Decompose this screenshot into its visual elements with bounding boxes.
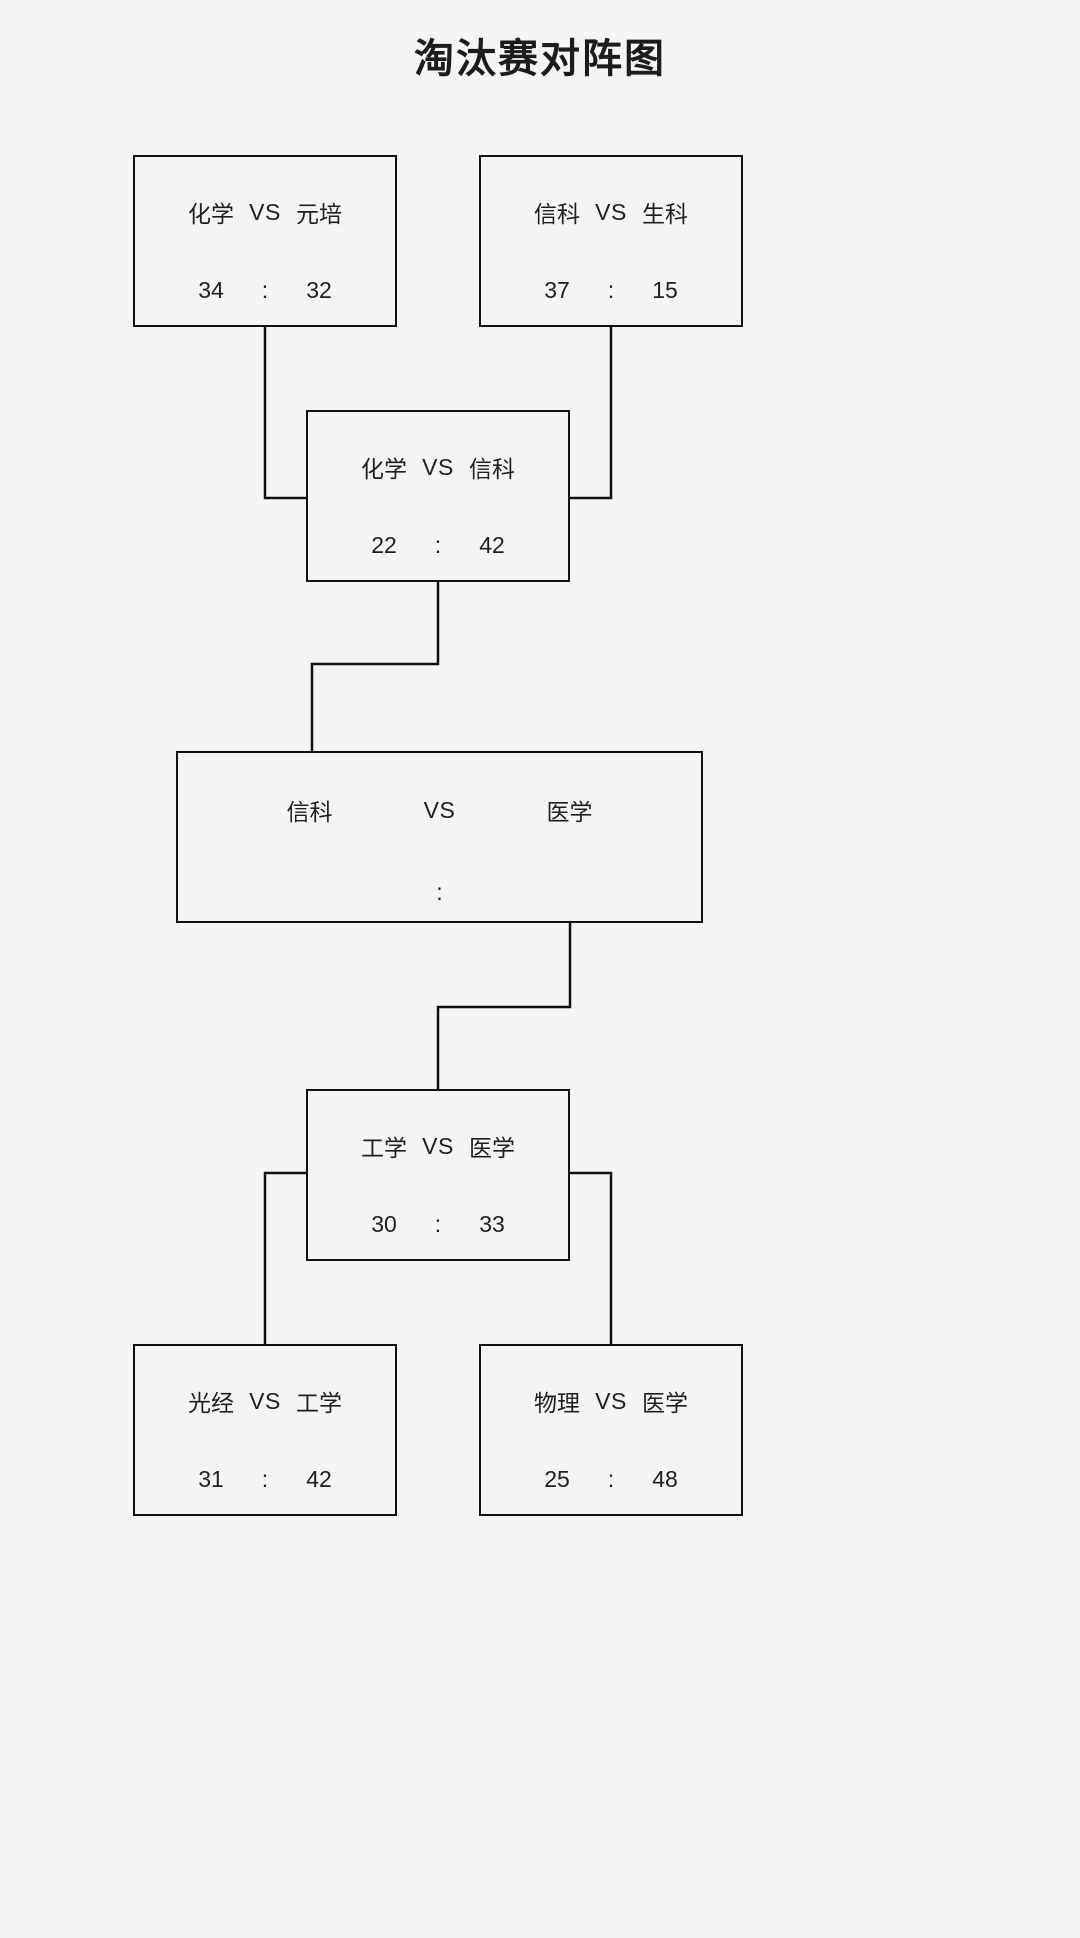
score-b-value: 42 <box>479 532 505 558</box>
score-separator: : <box>434 1211 442 1237</box>
scores-row: 31: 42 <box>135 1466 395 1493</box>
match-box-sf-upper[interactable]: 化学 VS 信科 22: 42 <box>306 410 570 582</box>
scores-row: 30: 33 <box>308 1211 568 1238</box>
teams-row: 化学 VS 信科 <box>308 450 568 484</box>
score-b-value: 15 <box>652 277 678 303</box>
teams-row: 光经 VS 工学 <box>135 1384 395 1418</box>
page-title: 淘汰赛对阵图 <box>414 37 666 81</box>
connector-qf-right-to-sf-upper <box>570 327 613 500</box>
match-box-qf-bottom-left[interactable]: 光经 VS 工学 31: 42 <box>133 1344 397 1516</box>
team-b-label: 生科 <box>642 201 688 227</box>
score-b-value: 48 <box>652 1466 678 1492</box>
team-a-label: 物理 <box>534 1390 580 1416</box>
match-box-sf-lower[interactable]: 工学 VS 医学 30: 33 <box>306 1089 570 1261</box>
connector-qf-bottom-right-to-sf-lower <box>570 1171 613 1344</box>
connector-final-to-sf-lower <box>436 923 572 1089</box>
score-b-value: 32 <box>306 277 332 303</box>
team-b-label: 医学 <box>642 1390 688 1416</box>
score-a-value: 25 <box>544 1466 570 1492</box>
team-a-label: 信科 <box>286 799 333 825</box>
score-a-value: 37 <box>544 277 570 303</box>
team-a-label: 工学 <box>361 1135 407 1161</box>
scores-row: 34: 32 <box>135 277 395 304</box>
connector-qf-bottom-left-to-sf-lower <box>263 1171 306 1344</box>
score-b-value: 42 <box>306 1466 332 1492</box>
vs-label: VS <box>249 1387 281 1414</box>
teams-row: 信科 VS 医学 <box>178 793 701 827</box>
vs-label: VS <box>595 1387 627 1414</box>
team-b-label: 工学 <box>296 1390 342 1416</box>
score-a-value: 34 <box>198 277 224 303</box>
team-b-label: 医学 <box>469 1135 515 1161</box>
team-a-label: 光经 <box>188 1390 234 1416</box>
teams-row: 化学 VS 元培 <box>135 195 395 229</box>
match-box-qf-right[interactable]: 信科 VS 生科 37: 15 <box>479 155 743 327</box>
vs-label: VS <box>422 1132 454 1159</box>
teams-row: 物理 VS 医学 <box>481 1384 741 1418</box>
team-b-label: 信科 <box>469 456 515 482</box>
score-separator: : <box>607 277 615 303</box>
connector-sf-upper-to-final <box>310 582 440 751</box>
score-separator: : <box>607 1466 615 1492</box>
score-separator: : <box>434 532 442 558</box>
score-a-value: 30 <box>371 1211 397 1237</box>
vs-label: VS <box>423 796 456 823</box>
teams-row: 信科 VS 生科 <box>481 195 741 229</box>
match-box-qf-left[interactable]: 化学 VS 元培 34: 32 <box>133 155 397 327</box>
team-b-label: 元培 <box>296 201 342 227</box>
score-separator: : <box>261 1466 269 1492</box>
scores-row: 25: 48 <box>481 1466 741 1493</box>
score-a-value: 22 <box>371 532 397 558</box>
scores-row: 22: 42 <box>308 532 568 559</box>
team-a-label: 信科 <box>534 201 580 227</box>
score-separator: : <box>261 277 269 303</box>
team-a-label: 化学 <box>361 456 407 482</box>
connector-qf-left-to-sf-upper <box>263 327 306 500</box>
vs-label: VS <box>249 198 281 225</box>
scores-row: 37: 15 <box>481 277 741 304</box>
team-b-label: 医学 <box>546 799 593 825</box>
vs-label: VS <box>595 198 627 225</box>
team-a-label: 化学 <box>188 201 234 227</box>
scores-row: : <box>178 879 701 906</box>
score-a-value: 31 <box>198 1466 224 1492</box>
match-box-final[interactable]: 信科 VS 医学: <box>176 751 703 923</box>
score-b-value: 33 <box>479 1211 505 1237</box>
score-separator: : <box>436 879 443 905</box>
teams-row: 工学 VS 医学 <box>308 1129 568 1163</box>
vs-label: VS <box>422 453 454 480</box>
match-box-qf-bottom-right[interactable]: 物理 VS 医学 25: 48 <box>479 1344 743 1516</box>
